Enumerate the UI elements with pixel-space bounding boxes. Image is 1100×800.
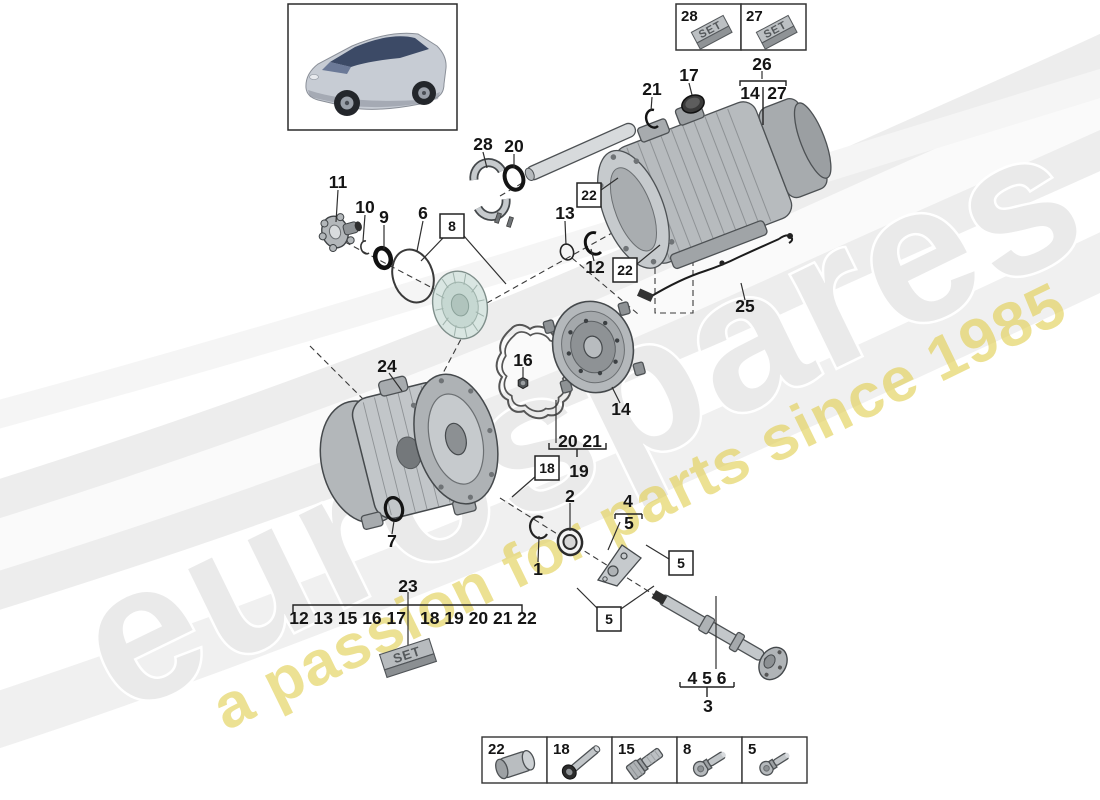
breather-line-drawing <box>636 233 794 302</box>
seal-ring-12 <box>583 231 603 256</box>
boxed-label-5 <box>668 550 694 576</box>
boxed-label-22 <box>612 257 638 283</box>
cap-17 <box>681 94 705 114</box>
flange-11 <box>318 213 362 253</box>
part-label-10: 10 <box>355 197 375 217</box>
part-label-25: 25 <box>735 296 755 316</box>
hardware-number-5: 5 <box>748 741 756 758</box>
hardware-number-22: 22 <box>488 741 505 758</box>
o-ring-7 <box>383 496 405 522</box>
part-label-27: 27 <box>767 83 786 103</box>
car-illustration <box>305 32 447 116</box>
output-shaft-drawing <box>651 590 788 681</box>
flange-screw-icon <box>759 752 790 776</box>
part-label-20-21: 20 21 <box>558 431 602 451</box>
part-label-20: 20 <box>504 136 524 156</box>
boxed-label-8 <box>439 213 465 239</box>
boxed-label-text-5: 5 <box>605 611 613 627</box>
hardware-legend <box>481 736 808 784</box>
part-label-12: 12 <box>585 257 605 277</box>
boxed-label-text-18: 18 <box>539 460 555 476</box>
hex-bolt-icon <box>625 747 664 780</box>
part-label-7: 7 <box>387 531 397 551</box>
leader-lines <box>335 71 763 669</box>
boxed-label-18 <box>534 455 560 481</box>
clutch-pressure-plate-drawing <box>431 270 489 340</box>
o-ring-6 <box>391 248 435 304</box>
part-label-14: 14 <box>611 399 631 419</box>
part-label-14: 14 <box>740 83 760 103</box>
part-label-26: 26 <box>752 54 772 74</box>
oil-tube-drawing <box>524 122 637 182</box>
o-ring-13 <box>559 243 575 261</box>
shaft-seal-9 <box>372 245 394 271</box>
gasket-drawing <box>495 323 574 420</box>
boxed-label-text-22: 22 <box>581 187 597 203</box>
part-label-24: 24 <box>377 356 397 376</box>
part-label-3: 3 <box>703 696 713 716</box>
set-box-28: SET <box>675 3 742 51</box>
bearing-2 <box>556 527 584 557</box>
part-label-21: 21 <box>642 79 662 99</box>
part-label-28: 28 <box>473 134 493 154</box>
part-label-4-5-6: 4 5 6 <box>688 668 727 688</box>
part-label-23: 23 <box>398 576 418 596</box>
number-row-right: 18 19 20 21 22 <box>420 608 537 628</box>
set-box-number-28: 28 <box>681 8 698 25</box>
hardware-number-15: 15 <box>618 741 635 758</box>
boxed-label-text-8: 8 <box>448 218 456 234</box>
part-label-6: 6 <box>418 203 428 223</box>
number-row-left: 12 13 15 16 17 <box>289 608 406 628</box>
boxed-label-5 <box>596 606 622 632</box>
bearing-shells-28 <box>469 158 514 228</box>
part-label-16: 16 <box>513 350 533 370</box>
part-label-1: 1 <box>533 559 543 579</box>
transfer-case-drawing <box>319 373 499 530</box>
seal-ring-20 <box>502 164 526 192</box>
set-box-27: SET <box>740 3 807 51</box>
part-label-2: 2 <box>565 486 575 506</box>
plug-cap-icon <box>495 749 536 780</box>
part-label-11: 11 <box>329 172 348 192</box>
part-label-9: 9 <box>379 207 389 227</box>
part-label-13: 13 <box>555 203 575 223</box>
boxed-label-text-22: 22 <box>617 262 633 278</box>
ring-10 <box>360 240 370 255</box>
part-label-19: 19 <box>569 461 589 481</box>
vehicle-thumbnail <box>287 3 458 131</box>
nut-16 <box>517 376 529 390</box>
hardware-number-8: 8 <box>683 741 691 758</box>
hardware-number-18: 18 <box>553 741 570 758</box>
part-label-4: 4 <box>623 491 633 511</box>
circlip-1 <box>528 515 548 540</box>
dowel-pin-icon <box>561 745 601 780</box>
bracket-plate-4 <box>596 544 642 587</box>
set-block-icon: SET <box>690 14 733 50</box>
bracket-lines <box>292 80 787 697</box>
torque-converter-drawing <box>542 300 646 394</box>
set-block-23: SET <box>378 637 438 679</box>
part-label-5: 5 <box>624 513 634 533</box>
part-label-17: 17 <box>679 65 698 85</box>
set-box-number-27: 27 <box>746 8 763 25</box>
flange-screw-icon <box>692 751 726 777</box>
boxed-label-22 <box>576 182 602 208</box>
boxed-label-text-5: 5 <box>677 555 685 571</box>
